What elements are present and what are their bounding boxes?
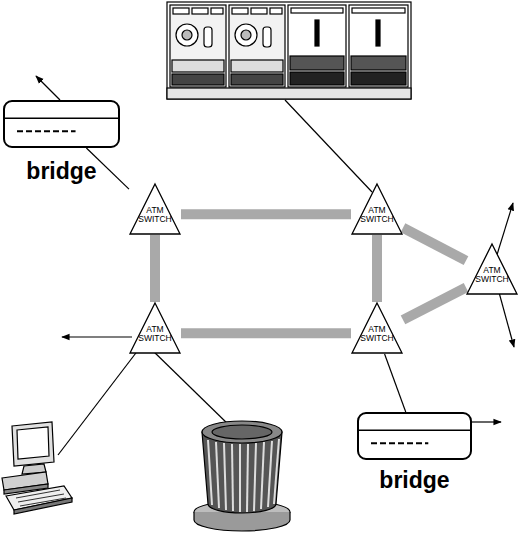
storage-wire (150, 348, 232, 428)
switch-label: ATM SWITCH (358, 206, 396, 224)
atm-switch: ATM SWITCH (466, 243, 518, 295)
bridge-label: bridge (0, 158, 140, 184)
switch-label: ATM SWITCH (358, 325, 396, 343)
trunk-link (181, 209, 351, 219)
bridge-top-edge (5, 117, 118, 119)
atm-switch: ATM SWITCH (351, 302, 403, 354)
access-link (385, 354, 406, 412)
trunk-link (403, 288, 466, 320)
workstation (2, 422, 72, 514)
bridge-label: bridge (337, 467, 492, 493)
outbound-arrow (470, 421, 501, 422)
outbound-arrow (36, 76, 60, 100)
bridge-box (3, 100, 120, 148)
switch-label: ATM SWITCH (473, 266, 511, 284)
trunk-link (372, 235, 382, 302)
switch-outline (130, 303, 180, 353)
bridge-panel-dashes (17, 130, 76, 132)
switch-label: ATM SWITCH (136, 325, 174, 343)
bridge-outline (358, 413, 471, 459)
bridge-device: bridge (3, 100, 120, 148)
outbound-arrow (496, 203, 513, 258)
bridge-device: bridge (357, 412, 472, 460)
switch-outline (130, 184, 180, 234)
atm-switch: ATM SWITCH (351, 183, 403, 235)
switch-outline (352, 303, 402, 353)
switch-outline (352, 184, 402, 234)
server-rack (167, 2, 411, 99)
trunk-link (181, 328, 351, 338)
atm-switch: ATM SWITCH (129, 302, 181, 354)
bridge-panel-dashes (371, 442, 428, 444)
switch-outline (467, 244, 517, 294)
computer-wire (58, 345, 142, 455)
switch-label: ATM SWITCH (136, 206, 174, 224)
outbound-arrow (62, 336, 132, 337)
trunk-link (403, 228, 466, 261)
atm-switch: ATM SWITCH (129, 183, 181, 235)
bridge-outline (4, 101, 119, 147)
server-wire (285, 100, 372, 192)
bridge-top-edge (359, 429, 470, 431)
trunk-link (150, 235, 160, 302)
storage-unit (194, 421, 290, 531)
bridge-box (357, 412, 472, 460)
